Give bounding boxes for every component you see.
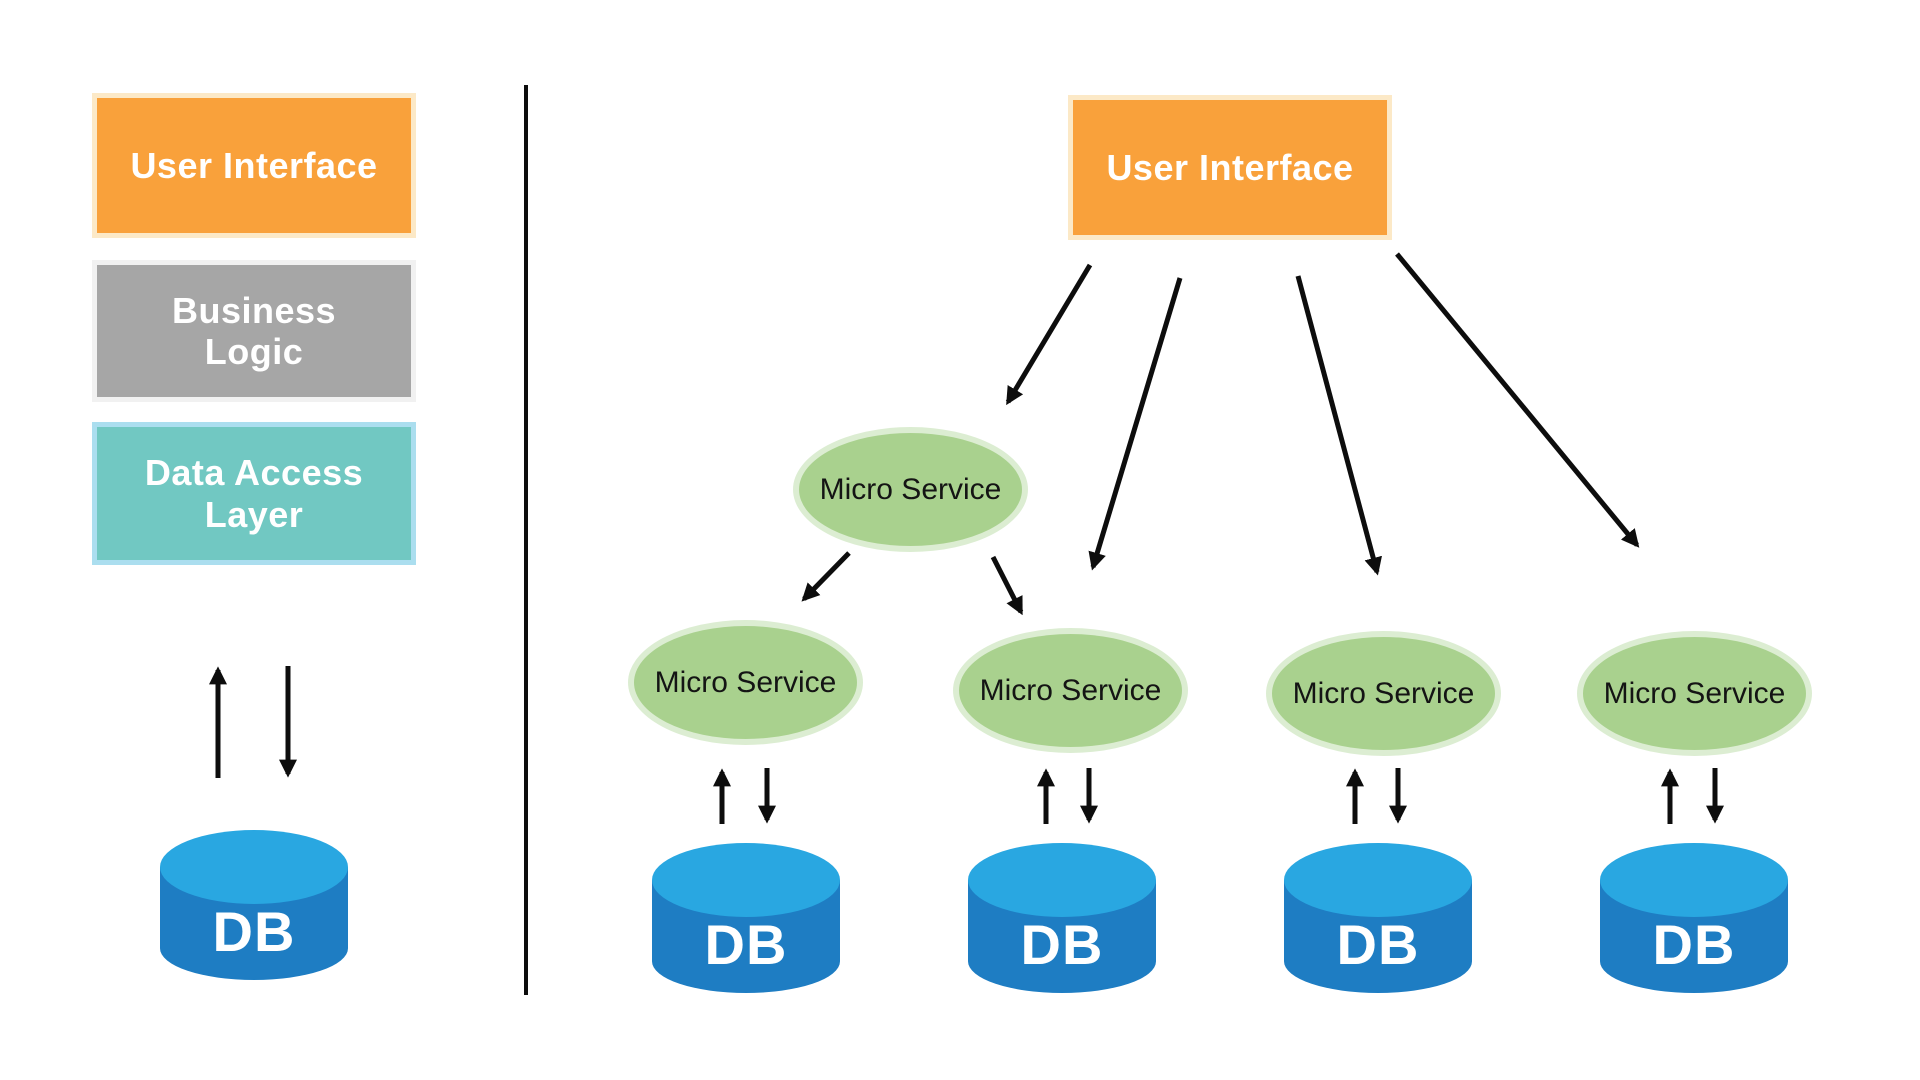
- microservice-database-cylinder-1: DB: [652, 843, 840, 993]
- database-cylinder-top: [1284, 843, 1472, 917]
- database-cylinder-top: [652, 843, 840, 917]
- database-cylinder-top: [1600, 843, 1788, 917]
- microservices-user-interface-box: User Interface: [1068, 95, 1392, 240]
- microservice-database-cylinder-4: DB: [1600, 843, 1788, 993]
- monolith-user-interface-label: User Interface: [130, 144, 378, 186]
- micro-service-label: Micro Service: [1292, 676, 1475, 710]
- monolith-business-logic-box: Business Logic: [92, 260, 416, 402]
- micro-service-label: Micro Service: [819, 472, 1002, 506]
- microservice-database-label-4: DB: [1652, 912, 1736, 976]
- micro-service-ellipse-4: Micro Service: [1577, 631, 1812, 756]
- microservice-database-label-1: DB: [704, 912, 788, 976]
- micro-service-ellipse-1: Micro Service: [628, 620, 863, 745]
- microservice-db-arrows: [713, 768, 1724, 824]
- micro-service-ellipse-2: Micro Service: [953, 628, 1188, 753]
- database-cylinder-top: [160, 830, 348, 904]
- monolith-user-interface-box: User Interface: [92, 93, 416, 238]
- service-branch-arrows: [801, 551, 1024, 616]
- microservice-database-label-2: DB: [1020, 912, 1104, 976]
- microservice-database-cylinder-3: DB: [1284, 843, 1472, 993]
- micro-service-ellipse-top: Micro Service: [793, 427, 1028, 552]
- monolith-db-arrows: [209, 666, 297, 778]
- microservices-user-interface-label: User Interface: [1106, 146, 1354, 188]
- micro-service-label: Micro Service: [654, 665, 837, 699]
- micro-service-label: Micro Service: [979, 673, 1162, 707]
- monolith-data-access-layer-box: Data Access Layer: [92, 422, 416, 565]
- micro-service-label: Micro Service: [1603, 676, 1786, 710]
- micro-service-ellipse-3: Micro Service: [1266, 631, 1501, 756]
- monolith-business-logic-label: Business Logic: [171, 289, 337, 372]
- monolith-data-access-layer-label: Data Access Layer: [144, 452, 364, 535]
- database-cylinder-top: [968, 843, 1156, 917]
- monolith-database-label: DB: [212, 899, 296, 963]
- microservice-database-cylinder-2: DB: [968, 843, 1156, 993]
- section-divider-line: [524, 85, 528, 995]
- monolith-database-cylinder: DB: [160, 830, 348, 980]
- ui-fanout-arrows: [1005, 252, 1640, 576]
- microservice-database-label-3: DB: [1336, 912, 1420, 976]
